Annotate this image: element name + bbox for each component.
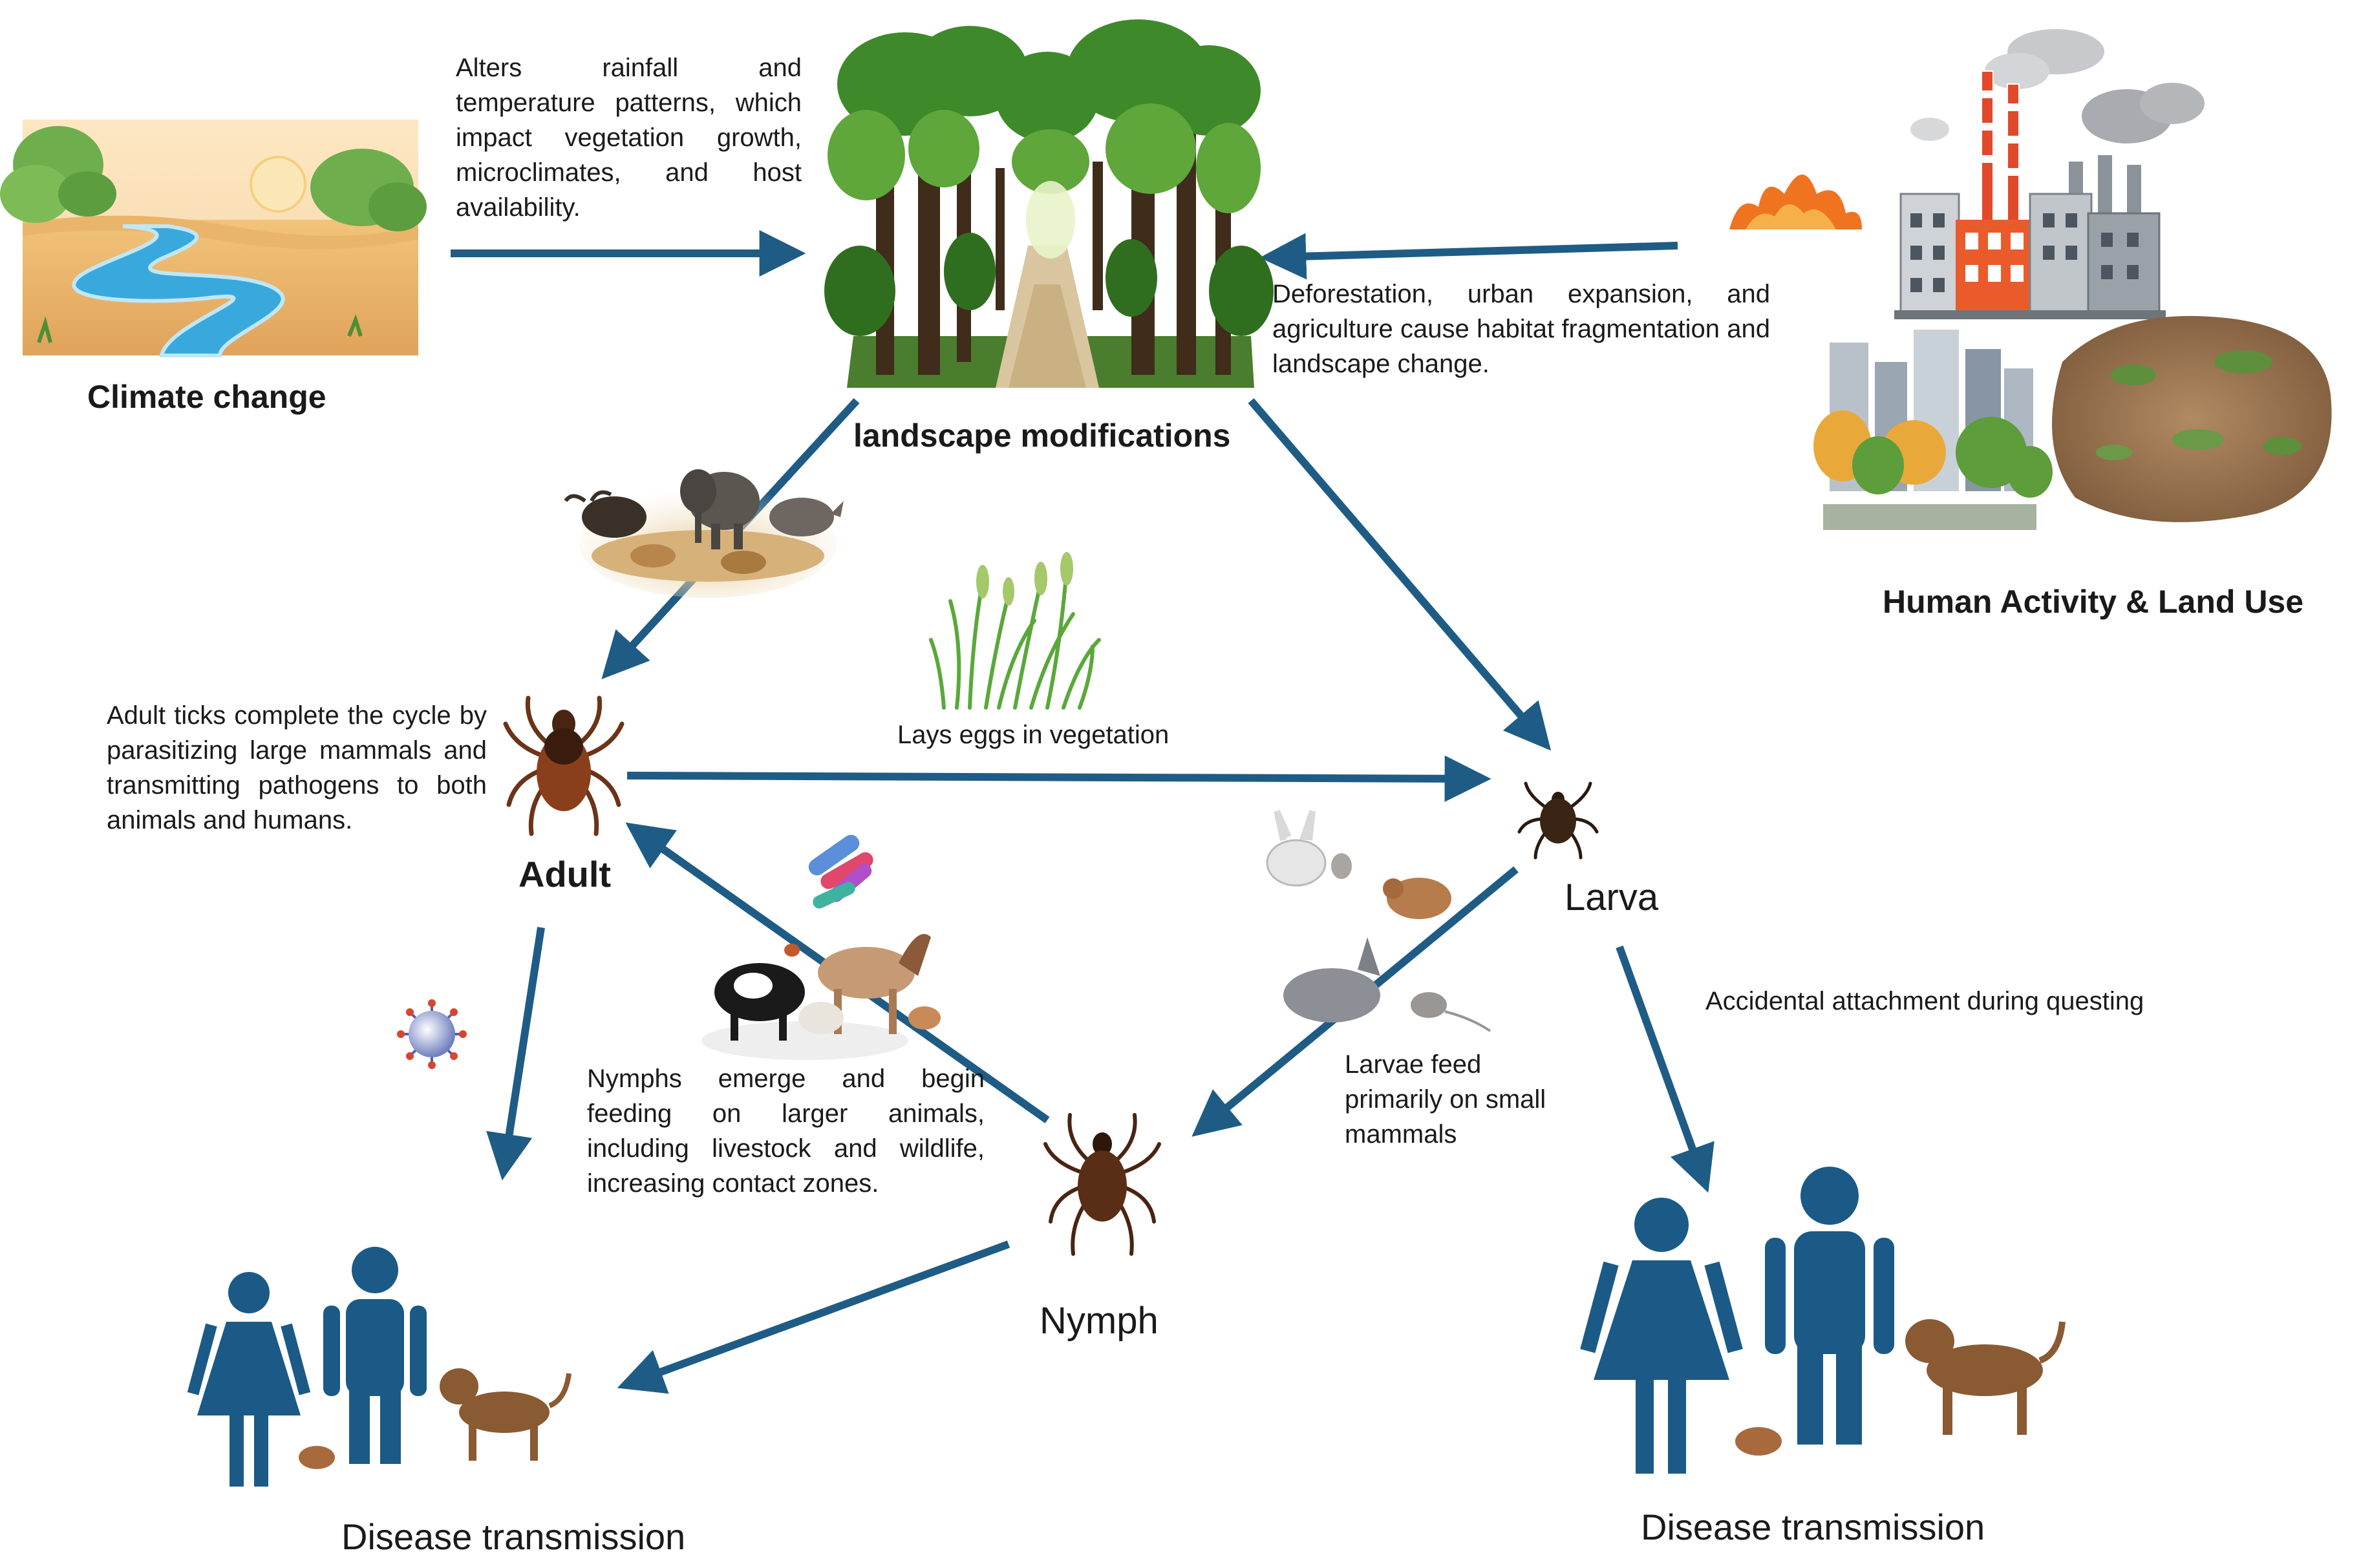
woman-icon xyxy=(1580,1198,1743,1474)
large-mammals-icon xyxy=(564,469,844,598)
larva-tick-icon xyxy=(1517,781,1599,860)
nymph-tick-icon xyxy=(1043,1113,1161,1256)
adult-tick-icon xyxy=(503,695,625,836)
arrow-human-to-landscape xyxy=(1259,233,1678,280)
larvae-note-text: Larvae feed primarily on small mammals xyxy=(1345,1050,1546,1149)
dog-right-icon xyxy=(1905,1319,2066,1435)
accidental-attachment-text: Accidental attachment during questing xyxy=(1705,987,2144,1015)
factory-city-icon xyxy=(1729,29,2332,530)
rodent-right-icon xyxy=(1735,1427,1782,1456)
disease-transmission-left-label: Disease transmission xyxy=(341,1516,686,1557)
grass-icon xyxy=(929,567,1101,710)
small-mammals-icon xyxy=(1266,809,1491,1032)
barren-land-icon xyxy=(2052,315,2332,522)
arrow-landscape-to-larva xyxy=(1248,398,1552,751)
rodent-left-icon xyxy=(299,1446,335,1469)
man-icon xyxy=(1765,1167,1894,1445)
city-icon xyxy=(1813,330,2053,530)
arrow-adult-to-larva xyxy=(626,755,1491,802)
river-landscape-icon xyxy=(0,120,427,357)
virus-icon xyxy=(397,999,467,1069)
arrow-adult-to-disease xyxy=(486,927,545,1181)
nymph-label: Nymph xyxy=(1040,1300,1159,1342)
climate-change-label: Climate change xyxy=(87,379,326,415)
people-dog-left-icon xyxy=(187,1247,427,1487)
people-dog-right-icon xyxy=(1580,1167,1894,1474)
landscape-modifications-label: landscape modifications xyxy=(853,418,1231,454)
climate-effect-text: Alters rainfall and temperature patterns… xyxy=(456,54,802,222)
arrow-nymph-to-disease xyxy=(617,1240,1010,1394)
lays-eggs-text: Lays eggs in vegetation xyxy=(897,721,1170,749)
disease-transmission-right-label: Disease transmission xyxy=(1641,1507,1985,1547)
human-effect-text: Deforestation, urban expansion, and agri… xyxy=(1272,280,1770,378)
adult-note-text: Adult ticks complete the cycle by parasi… xyxy=(107,701,487,834)
man-icon xyxy=(323,1247,427,1464)
woman-icon xyxy=(187,1272,311,1487)
forest-path-icon xyxy=(824,19,1274,388)
larva-label: Larva xyxy=(1565,876,1659,918)
livestock-icon xyxy=(701,934,941,1060)
bacteria-icon xyxy=(808,834,873,909)
adult-label: Adult xyxy=(518,854,612,895)
nymph-note-text: Nymphs emerge and begin feeding on large… xyxy=(587,1065,985,1198)
dog-left-icon xyxy=(440,1368,572,1461)
arrows xyxy=(451,230,1715,1394)
arrow-larva-to-disease xyxy=(1616,945,1715,1193)
human-activity-label: Human Activity & Land Use xyxy=(1883,584,2304,620)
